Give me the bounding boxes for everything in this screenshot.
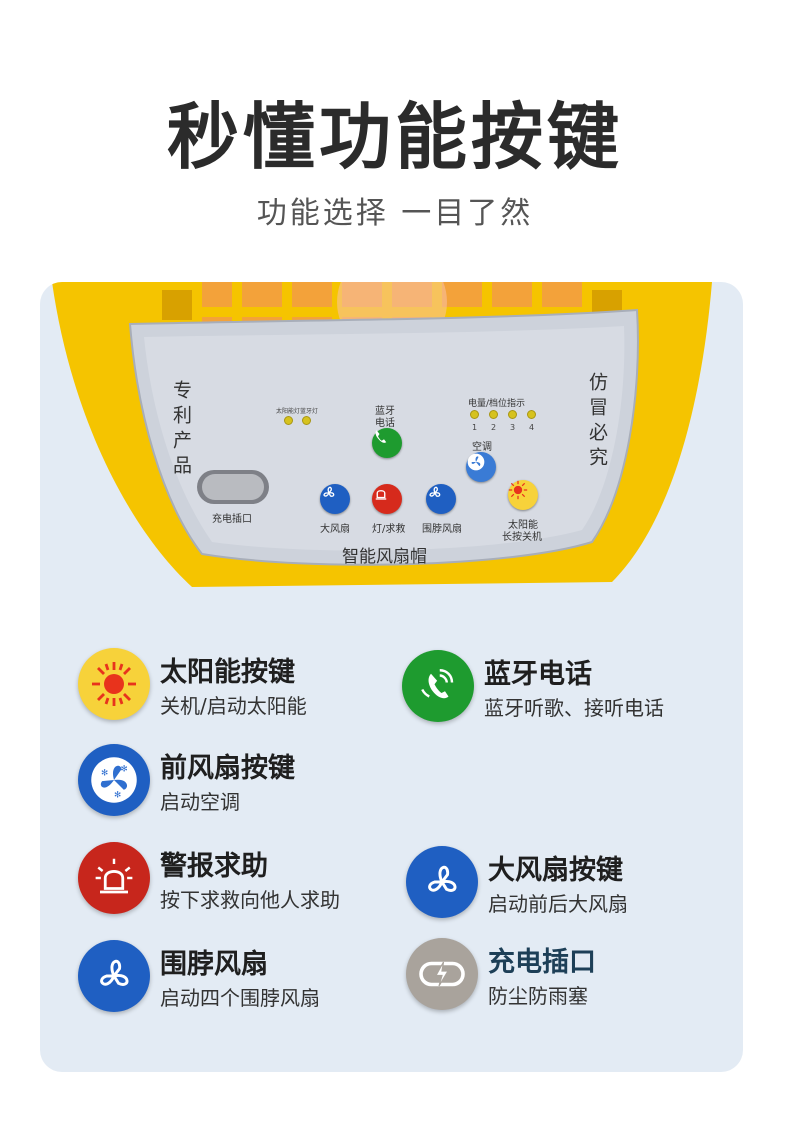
solar-label-2: 长按关机 — [502, 532, 542, 543]
alarm-icon — [95, 858, 133, 894]
big-fan-feature-button[interactable] — [406, 846, 478, 918]
battery-level-4: 4 — [529, 423, 535, 432]
feature-solar: 太阳能按键 关机/启动太阳能 — [78, 646, 398, 726]
page-title: 秒懂功能按键 — [166, 95, 623, 179]
solar-indicator-led — [284, 416, 293, 425]
charge-port-label: 充电插口 — [212, 514, 252, 525]
feature-alarm: 警报求助 按下求救向他人求助 — [78, 840, 398, 920]
page-subtitle: 功能选择 一目了然 — [256, 196, 534, 231]
bluetooth-label-1: 蓝牙 — [375, 406, 395, 417]
solar-button[interactable] — [508, 480, 538, 510]
patent-text: 专利产品 — [170, 380, 192, 480]
solar-label-1: 太阳能 — [508, 520, 538, 531]
fan-snow-icon — [467, 453, 485, 471]
feature-desc: 关机/启动太阳能 — [160, 694, 307, 718]
battery-led-4 — [527, 410, 536, 419]
feature-neck-fan: 围脖风扇 启动四个围脖风扇 — [78, 938, 398, 1018]
phone-icon — [421, 669, 454, 699]
feature-desc: 蓝牙听歌、接听电话 — [484, 696, 664, 720]
product-name: 智能风扇帽 — [342, 547, 427, 567]
front-fan-feature-button[interactable]: ✻ ✻ ✻ — [78, 744, 150, 816]
neck-fan-feature-button[interactable] — [78, 940, 150, 1012]
battery-led-3 — [508, 410, 517, 419]
fan-icon — [428, 865, 457, 892]
feature-card: 专利产品 仿冒必究 太阳能灯 蓝牙灯 蓝牙 电话 电量/档位指示 1 2 3 4… — [40, 282, 743, 1072]
sun-icon — [508, 480, 528, 500]
feature-title: 太阳能按键 — [160, 657, 295, 688]
feature-title: 前风扇按键 — [160, 753, 295, 784]
feature-title: 蓝牙电话 — [484, 659, 592, 690]
feature-desc: 启动四个围脖风扇 — [160, 986, 320, 1010]
charge-port-feature[interactable] — [406, 938, 478, 1010]
fan-snow-icon: ✻ ✻ ✻ — [91, 757, 137, 803]
light-sos-button[interactable] — [372, 484, 402, 514]
alarm-icon — [375, 490, 387, 500]
copy-warning-text: 仿冒必究 — [586, 372, 608, 472]
feature-desc: 按下求救向他人求助 — [160, 888, 340, 912]
feature-charge-port: 充电插口 防尘防雨塞 — [406, 936, 726, 1016]
feature-front-fan: ✻ ✻ ✻ 前风扇按键 启动空调 — [78, 742, 398, 822]
svg-text:✻: ✻ — [101, 769, 108, 779]
feature-title: 大风扇按键 — [488, 855, 623, 886]
bluetooth-indicator-label: 蓝牙灯 — [300, 408, 319, 415]
battery-level-3: 3 — [510, 423, 516, 432]
svg-text:✻: ✻ — [114, 790, 121, 800]
battery-level-2: 2 — [491, 423, 497, 432]
feature-desc: 启动前后大风扇 — [488, 892, 628, 916]
feature-title: 围脖风扇 — [160, 949, 268, 980]
battery-indicator-label: 电量/档位指示 — [468, 399, 526, 409]
feature-desc: 防尘防雨塞 — [488, 984, 588, 1008]
light-sos-label: 灯/求救 — [372, 524, 406, 535]
neck-fan-button[interactable] — [426, 484, 456, 514]
bluetooth-label-2: 电话 — [375, 418, 395, 429]
fan-icon — [100, 959, 129, 986]
battery-level-1: 1 — [472, 423, 478, 432]
svg-text:✻: ✻ — [121, 764, 128, 774]
big-fan-label: 大风扇 — [320, 524, 350, 535]
fan-icon — [429, 486, 441, 497]
bluetooth-phone-button[interactable] — [372, 428, 402, 458]
sun-icon — [92, 662, 136, 706]
fan-icon — [323, 486, 335, 497]
big-fan-button[interactable] — [320, 484, 350, 514]
feature-desc: 启动空调 — [160, 790, 240, 814]
feature-big-fan: 大风扇按键 启动前后大风扇 — [406, 844, 726, 924]
battery-led-2 — [489, 410, 498, 419]
bluetooth-feature-button[interactable] — [402, 650, 474, 722]
charge-icon — [419, 961, 465, 987]
neck-fan-label: 围脖风扇 — [422, 524, 462, 535]
solar-indicator-label: 太阳能灯 — [276, 408, 301, 415]
feature-title: 充电插口 — [488, 947, 596, 978]
bluetooth-indicator-led — [302, 416, 311, 425]
alarm-feature-button[interactable] — [78, 842, 150, 914]
battery-led-1 — [470, 410, 479, 419]
feature-bluetooth: 蓝牙电话 蓝牙听歌、接听电话 — [402, 648, 722, 728]
feature-title: 警报求助 — [160, 851, 268, 882]
aircon-label: 空调 — [472, 442, 492, 453]
solar-feature-button[interactable] — [78, 648, 150, 720]
phone-icon — [375, 430, 387, 443]
fan-hat-device: 专利产品 仿冒必究 太阳能灯 蓝牙灯 蓝牙 电话 电量/档位指示 1 2 3 4… — [52, 282, 732, 602]
aircon-fan-button[interactable] — [466, 452, 496, 482]
